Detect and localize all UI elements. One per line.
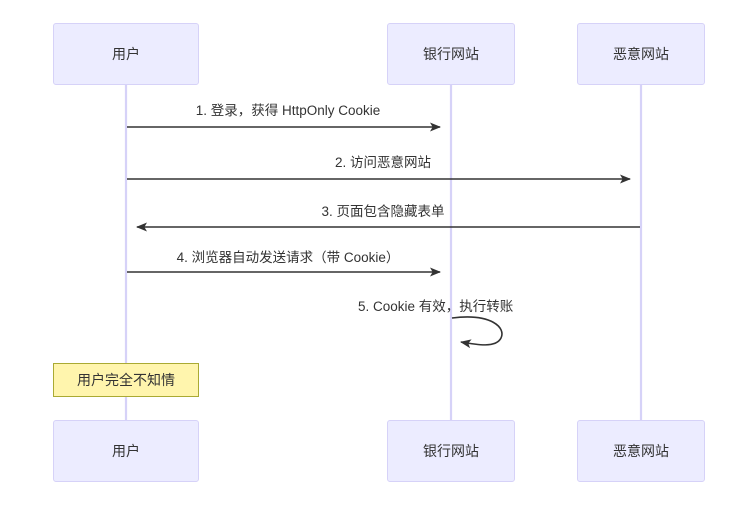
message-label-5: 5. Cookie 有效，执行转账 xyxy=(358,299,514,314)
participant-bottom-user[interactable]: 用户 xyxy=(53,420,199,482)
participant-label: 恶意网站 xyxy=(613,443,669,459)
participant-top-user[interactable]: 用户 xyxy=(53,23,199,85)
participant-label: 用户 xyxy=(112,443,140,459)
participant-label: 银行网站 xyxy=(423,46,479,62)
message-arrow-5-selfloop xyxy=(451,316,503,349)
participant-top-evil[interactable]: 恶意网站 xyxy=(577,23,705,85)
message-label-3: 3. 页面包含隐藏表单 xyxy=(321,204,445,219)
participant-bottom-bank[interactable]: 银行网站 xyxy=(387,420,515,482)
message-label-1: 1. 登录，获得 HttpOnly Cookie xyxy=(195,103,381,118)
participant-top-bank[interactable]: 银行网站 xyxy=(387,23,515,85)
message-label-4: 4. 浏览器自动发送请求（带 Cookie） xyxy=(176,250,400,265)
note-user-unaware: 用户完全不知情 xyxy=(53,363,199,397)
message-arrows xyxy=(127,122,640,349)
participant-label: 恶意网站 xyxy=(613,46,669,62)
message-label-2: 2. 访问恶意网站 xyxy=(334,155,432,170)
participant-bottom-evil[interactable]: 恶意网站 xyxy=(577,420,705,482)
participant-label: 用户 xyxy=(112,46,140,62)
participant-label: 银行网站 xyxy=(423,443,479,459)
note-label: 用户完全不知情 xyxy=(77,372,175,388)
